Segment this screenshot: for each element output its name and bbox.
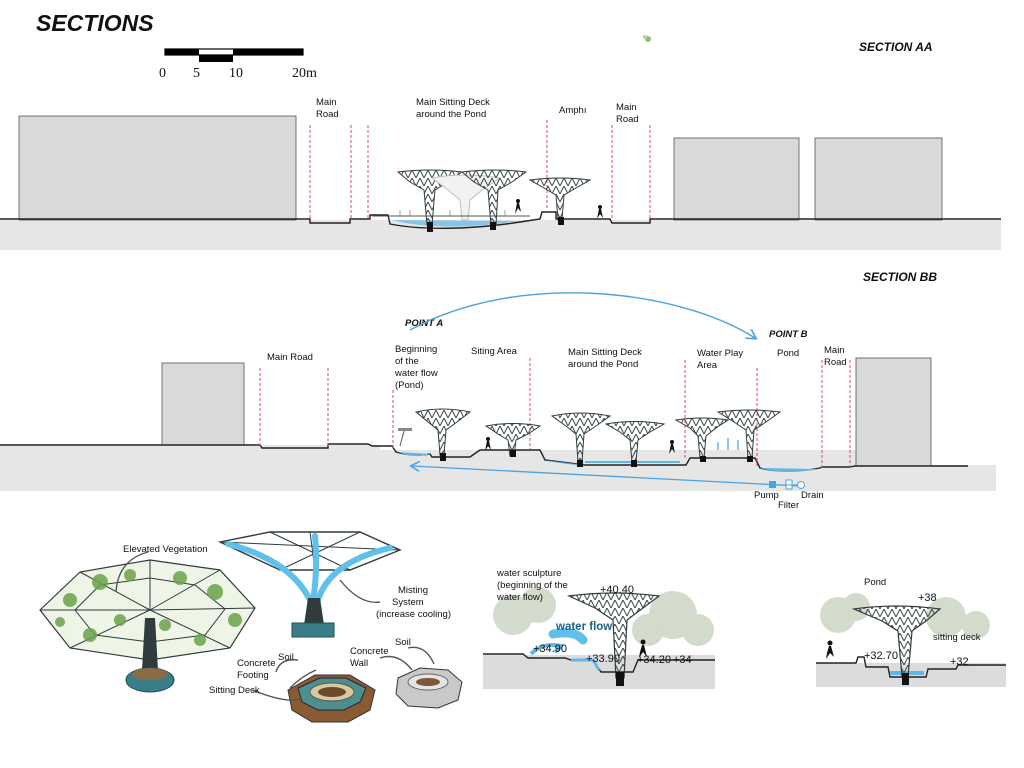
person-aa-2 — [597, 205, 603, 219]
bb-label-drain: Drain — [801, 490, 824, 501]
concrete-wall-detail — [395, 667, 463, 709]
pond-sitting-deck-label: sitting deck — [933, 632, 981, 643]
person-pond-detail — [826, 640, 834, 659]
building-bb-2 — [855, 357, 932, 467]
scale-tick-5: 5 — [193, 66, 200, 81]
canopy-tree-bb-1 — [414, 408, 472, 461]
scale-tick-10: 10 — [229, 66, 243, 81]
building-aa-1 — [18, 115, 297, 221]
canopy-tree-bb-4 — [604, 421, 666, 467]
elevated-vegetation-canopy — [39, 559, 256, 693]
building-aa-2 — [673, 137, 800, 221]
misting-canopy — [217, 531, 402, 638]
bb-label-pump: Pump — [754, 490, 779, 501]
detail-label-sitting-deck: Sitting Deck — [209, 685, 260, 696]
person-water-detail — [639, 639, 647, 658]
water-level-right-a: +34.20 — [637, 654, 671, 666]
water-level-mid: +33.90 — [586, 653, 620, 665]
person-aa-1 — [515, 199, 521, 214]
canopy-tree-aa-2 — [460, 169, 528, 230]
canopy-tree-aa-1 — [396, 169, 464, 232]
water-sculpture-bb — [398, 428, 412, 447]
pond-detail — [816, 593, 1006, 687]
pond-level-right: +32 — [950, 656, 969, 668]
water-level-top: +40.40 — [600, 584, 634, 596]
canopy-tree-bb-5 — [674, 417, 730, 462]
bb-label-pond: Pond — [777, 348, 800, 359]
canopy-tree-bb-6 — [716, 409, 782, 462]
aa-label-amphi: Amphı — [559, 105, 587, 116]
detail-label-misting: Misting System (increase cooling) — [376, 585, 451, 620]
water-level-left: +34.90 — [533, 643, 567, 655]
bb-label-main-road-left: Main Road — [267, 352, 313, 363]
bb-label-filter: Filter — [778, 500, 800, 511]
pond-level-left: +32.70 — [864, 650, 898, 662]
building-aa-3 — [814, 137, 943, 221]
section-bb-title: SECTION BB — [863, 270, 938, 284]
section-aa-drawing — [0, 115, 1001, 250]
water-sculpture-canopy — [566, 592, 661, 686]
sprig-icon — [643, 35, 651, 42]
concrete-footing-detail — [287, 674, 376, 723]
point-b-label: POINT B — [769, 329, 808, 340]
scale-bar — [164, 48, 304, 62]
scale-tick-20m: 20m — [292, 66, 317, 81]
scale-tick-0: 0 — [159, 66, 166, 81]
water-flow-label: water flow — [556, 621, 613, 633]
person-bb-1 — [485, 437, 491, 451]
detail-label-elevated-vegetation: Elevated Vegetation — [123, 544, 208, 555]
building-bb-1 — [161, 362, 245, 446]
section-aa-title: SECTION AA — [859, 40, 933, 54]
canopy-tree-bb-2 — [484, 423, 542, 457]
detail-label-soil-2: Soil — [395, 637, 411, 648]
pond-detail-caption: Pond — [864, 577, 887, 588]
return-pipe-arrow — [412, 466, 801, 487]
bb-label-siting-area: Siting Area — [471, 346, 517, 357]
detail-label-soil-1: Soil — [278, 652, 294, 663]
canopy-details-drawing — [39, 531, 463, 723]
drain-icon — [797, 481, 805, 489]
page-title: SECTIONS — [36, 10, 154, 36]
pond-level-top: +38 — [918, 592, 937, 604]
section-bb-drawing — [0, 292, 996, 491]
canopy-tree-bb-3 — [550, 412, 612, 467]
pump-icon — [769, 481, 776, 488]
canopy-tree-aa-3 — [528, 177, 592, 225]
water-sculpture-detail — [483, 587, 715, 689]
person-bb-2 — [669, 440, 675, 454]
water-level-right-b: +34 — [673, 654, 692, 666]
pond-canopy — [851, 605, 942, 685]
flow-arc-arrow — [409, 292, 755, 338]
